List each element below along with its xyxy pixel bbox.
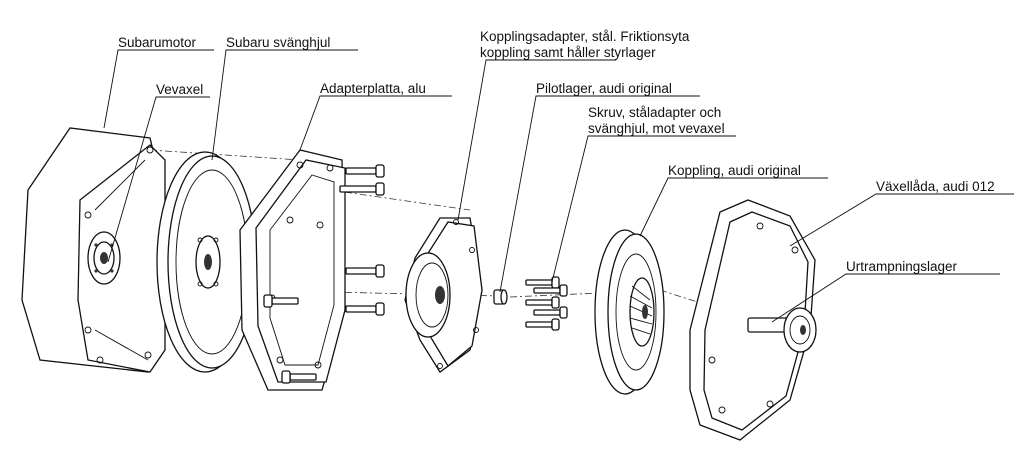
pilot-bearing (493, 289, 508, 305)
label-vaxellada: Växellåda, audi 012 (876, 179, 995, 194)
engine-block (21, 127, 166, 373)
clutch-adapter (404, 217, 483, 373)
label-koppling: Koppling, audi original (668, 163, 801, 178)
crank-bolts (525, 276, 568, 331)
adapter-bolts (263, 164, 385, 384)
label-pilotlager: Pilotlager, audi original (536, 81, 672, 96)
label-urtrampningslager: Urtrampningslager (846, 259, 958, 274)
release-bearing (747, 307, 817, 353)
label-subarumotor: Subarumotor (118, 35, 197, 50)
label-adapterplatta: Adapterplatta, alu (320, 81, 426, 96)
callout-labels: Subarumotor Vevaxel Subaru svänghjul Ada… (118, 29, 995, 274)
label-vevaxel: Vevaxel (156, 82, 203, 97)
crankshaft-hub (87, 231, 121, 285)
flywheel (156, 151, 257, 373)
label-kopplingsadapter-line2: koppling samt håller styrlager (480, 45, 656, 60)
clutch (594, 229, 665, 395)
leader-lines (103, 49, 1014, 323)
label-svanghjul: Subaru svänghjul (226, 35, 330, 50)
gearbox (689, 199, 817, 441)
label-skruv-line2: svänghjul, mot vevaxel (588, 121, 725, 136)
adapter-plate (239, 149, 346, 391)
label-kopplingsadapter-line1: Kopplingsadapter, stål. Friktionsyta (480, 29, 690, 44)
label-skruv-line1: Skruv, ståladapter och (588, 105, 721, 120)
